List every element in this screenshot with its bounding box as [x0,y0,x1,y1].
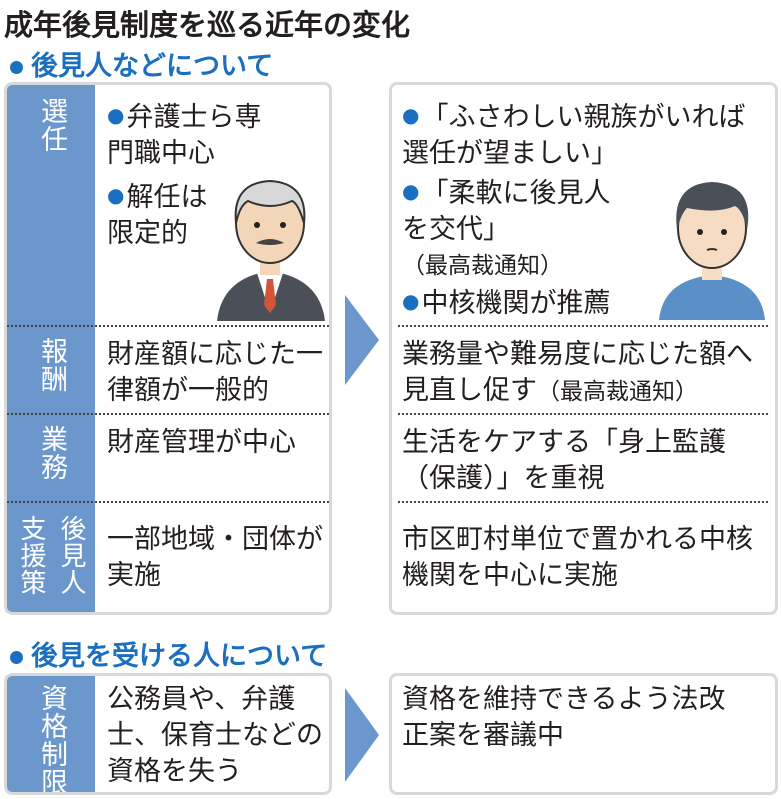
before-box: 選任 報酬 業務 後見人支援策 ●弁護士ら専門職中心 ●解任は限定的 財産額に応… [4,82,332,615]
after-box-2: 資格を維持できるよう法改正案を審議中 [389,673,778,795]
list-item: ●「ふさわしい親族がいれば選任が望ましい」 [402,102,746,169]
bullet-dot-icon [10,61,23,74]
list-item: ●「柔軟に後見人を交代」（最高裁通知） [402,178,611,279]
before-box-2: 資格制限 公務員や、弁護士、保育士などの資格を失う [4,673,332,795]
row-label: 報酬 [7,325,95,413]
row-label: 後見人支援策 [7,501,95,612]
row-divider [7,501,329,503]
row-label: 業務 [7,413,95,501]
row-label: 選任 [7,85,95,325]
row-divider [7,413,329,415]
cell-text: 一部地域・団体が実施 [107,524,323,591]
row-divider [7,325,329,327]
section-heading-guardians: 後見人などについて [10,44,273,83]
young-man-illustration [659,182,765,320]
arrow-right-icon [345,295,379,385]
cell-text: 財産額に応じた一律額が一般的 [107,339,323,406]
cell-text: 市区町村単位で置かれる中核機関を中心に実施 [402,524,753,591]
row-divider [398,501,768,503]
list-item: ●弁護士ら専門職中心 [107,102,262,169]
list-item: ●中核機関が推薦 [402,288,611,319]
after-box: ●「ふさわしい親族がいれば選任が望ましい」 ●「柔軟に後見人を交代」（最高裁通知… [389,82,778,615]
list-item: ●解任は限定的 [107,182,208,249]
section-heading-wards: 後見を受ける人について [10,634,327,673]
arrow-right-icon [345,688,379,782]
cell-text: 業務量や難易度に応じた額へ見直し促す（最高裁通知） [402,339,753,406]
cell-text: 公務員や、弁護士、保育士などの資格を失う [107,684,323,787]
cell-text: 生活をケアする「身上監護（保護）」を重視 [402,427,726,494]
page-title: 成年後見制度を巡る近年の変化 [4,8,411,42]
older-man-illustration [217,179,325,321]
bullet-dot-icon [10,651,23,664]
row-label: 資格制限 [7,676,95,792]
row-divider [398,325,768,327]
row-divider [398,413,768,415]
cell-text: 資格を維持できるよう法改正案を審議中 [402,684,726,751]
cell-text: 財産管理が中心 [107,427,296,458]
